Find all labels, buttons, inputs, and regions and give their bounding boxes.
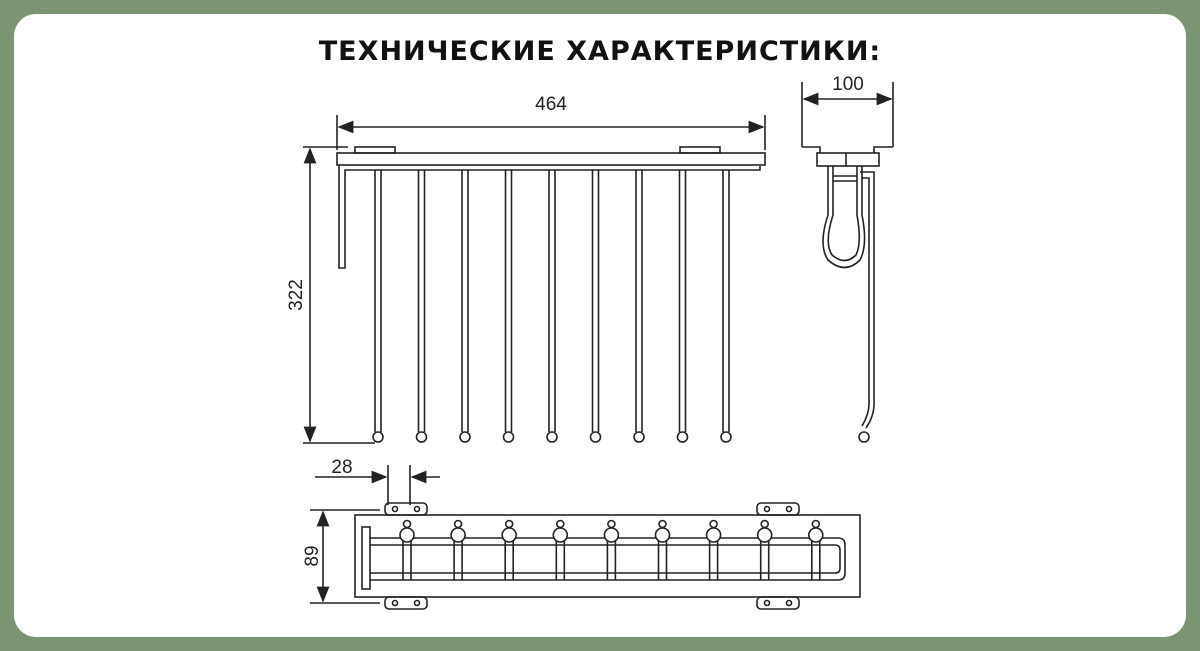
hook-head <box>603 527 620 543</box>
top-view: 28 89 <box>302 457 861 610</box>
hook-rod <box>759 540 770 580</box>
hook-rod <box>453 540 463 580</box>
hook-head <box>654 527 671 543</box>
hook-knob <box>453 519 463 529</box>
page-title: ТЕХНИЧЕСКИЕ ХАРАКТЕРИСТИКИ: <box>318 36 882 67</box>
mount-tab <box>384 596 428 610</box>
rod <box>722 170 730 432</box>
rod-end-ball <box>459 431 471 443</box>
hook-head <box>552 527 569 543</box>
rod <box>635 170 643 432</box>
mount-tab <box>384 502 428 516</box>
hook-rod <box>555 540 566 580</box>
rod <box>417 170 426 432</box>
width-dimension-label: 464 <box>535 94 567 115</box>
rod <box>374 170 382 432</box>
hook-rod <box>402 540 412 580</box>
mount-spacing-label: 28 <box>331 457 352 478</box>
hook-rod <box>504 540 514 580</box>
hook-rod <box>606 540 617 580</box>
rod-end-ball <box>633 431 645 443</box>
rod <box>591 170 600 432</box>
top-width-label: 89 <box>302 545 323 566</box>
hook-knob <box>555 519 565 529</box>
mount-tab <box>756 502 800 516</box>
rod-end-ball <box>415 431 428 443</box>
hook-head <box>501 527 518 543</box>
rod-end-ball <box>546 431 558 443</box>
hook-knob <box>607 519 616 529</box>
hook-knob <box>504 519 514 529</box>
hook-knob <box>402 519 412 529</box>
screw-hole <box>763 505 771 513</box>
hook-head <box>399 527 415 543</box>
hook-head <box>705 527 722 543</box>
side-view: 100 <box>801 74 894 443</box>
hook-head <box>450 527 466 543</box>
rod <box>461 170 469 432</box>
hook-knob <box>658 519 667 529</box>
rod-end-ball <box>502 431 515 443</box>
hook-rod <box>657 540 668 580</box>
hook-head <box>807 527 824 543</box>
height-dimension-label: 322 <box>286 279 307 311</box>
rod-end-ball <box>676 431 689 443</box>
screw-hole <box>391 599 399 607</box>
front-rods <box>372 170 732 443</box>
rod <box>678 170 687 432</box>
rod <box>504 170 513 432</box>
screw-hole <box>785 505 793 513</box>
screw-hole <box>785 599 793 607</box>
hook-knob <box>709 519 718 529</box>
rod-end-ball <box>589 431 602 443</box>
content-card <box>14 14 1186 637</box>
rod <box>548 170 556 432</box>
front-view: 464 322 <box>286 94 766 444</box>
rod-end-ball <box>372 431 384 443</box>
top-plate <box>336 152 766 166</box>
mount-tab <box>756 596 800 610</box>
hook-knob <box>760 519 770 529</box>
hook-head <box>756 527 773 543</box>
hook-knob <box>811 519 821 529</box>
rod-end-ball <box>720 431 732 443</box>
depth-dimension-label: 100 <box>832 74 864 95</box>
hook-rod <box>708 540 719 580</box>
screw-hole <box>763 599 771 607</box>
screw-hole <box>391 505 399 513</box>
base-frame <box>354 514 861 598</box>
hook-rod <box>811 540 821 580</box>
screw-hole <box>413 505 421 513</box>
screw-hole <box>413 599 421 607</box>
